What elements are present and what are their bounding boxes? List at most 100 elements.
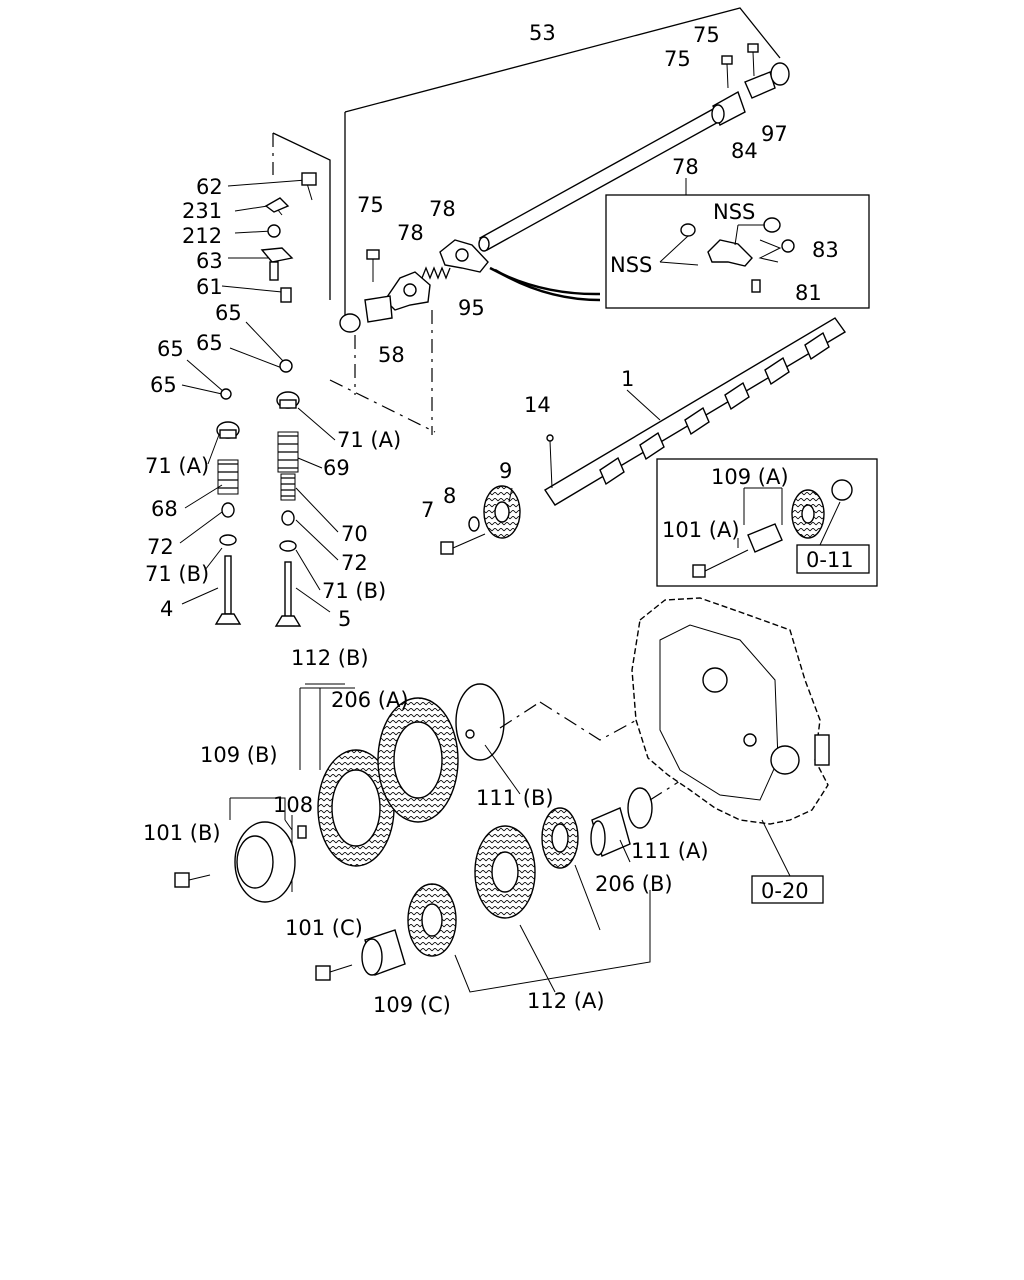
thrust-plate-111A bbox=[627, 787, 653, 829]
gear-112A-lower bbox=[407, 883, 457, 957]
label-212: 212 bbox=[182, 224, 222, 248]
label-75-b: 75 bbox=[664, 47, 691, 71]
spring-70 bbox=[280, 473, 296, 501]
label-62: 62 bbox=[196, 175, 223, 199]
label-206A: 206 (A) bbox=[331, 688, 409, 712]
label-71B-left: 71 (B) bbox=[145, 562, 209, 586]
key-14 bbox=[546, 434, 554, 489]
label-112B: 112 (B) bbox=[291, 646, 369, 670]
label-101C: 101 (C) bbox=[285, 916, 363, 940]
label-63: 63 bbox=[196, 249, 223, 273]
gear-206A bbox=[377, 697, 459, 823]
label-nss-a: NSS bbox=[713, 200, 755, 224]
label-111A: 111 (A) bbox=[631, 839, 709, 863]
label-4: 4 bbox=[160, 597, 173, 621]
camshaft-group bbox=[440, 317, 847, 555]
gear-train-group bbox=[174, 679, 746, 993]
label-81: 81 bbox=[795, 281, 822, 305]
washer-231 bbox=[264, 197, 290, 213]
label-14: 14 bbox=[524, 393, 551, 417]
label-78-c: 78 bbox=[429, 197, 456, 221]
shaft-109B bbox=[234, 821, 296, 903]
bracket-97 bbox=[744, 71, 776, 99]
bolt-75-a bbox=[721, 55, 733, 89]
nut-212 bbox=[267, 224, 281, 238]
thrust-plate-111B bbox=[455, 683, 505, 761]
label-75-c: 75 bbox=[357, 193, 384, 217]
label-53: 53 bbox=[529, 21, 556, 45]
label-61: 61 bbox=[196, 275, 223, 299]
shaft-109A bbox=[747, 523, 783, 553]
idler-gear-112B bbox=[317, 749, 395, 867]
label-84: 84 bbox=[731, 139, 758, 163]
label-71A-right: 71 (A) bbox=[337, 428, 401, 452]
label-68: 68 bbox=[151, 497, 178, 521]
label-101B: 101 (B) bbox=[143, 821, 221, 845]
label-72-b: 72 bbox=[341, 551, 368, 575]
spring-68 bbox=[217, 459, 239, 495]
seat-71B-right bbox=[279, 540, 297, 552]
shaft-109C bbox=[361, 929, 406, 976]
rocker-shaft-group bbox=[272, 7, 790, 435]
timing-gear-case bbox=[631, 597, 830, 904]
seat-71B-left bbox=[219, 534, 237, 546]
label-75-a: 75 bbox=[693, 23, 720, 47]
bolt-101C bbox=[315, 964, 353, 981]
label-58: 58 bbox=[378, 343, 405, 367]
idler-gear-detail bbox=[791, 489, 825, 539]
label-5: 5 bbox=[338, 607, 351, 631]
spring-69 bbox=[277, 431, 299, 473]
bridge-63 bbox=[260, 247, 294, 281]
label-71A-left: 71 (A) bbox=[145, 454, 209, 478]
label-65-b: 65 bbox=[196, 331, 223, 355]
pin-108 bbox=[297, 825, 307, 839]
label-72-a: 72 bbox=[147, 535, 174, 559]
label-109C: 109 (C) bbox=[373, 993, 451, 1017]
callout-labels: 53 75 75 84 97 78 NSS NSS 83 81 75 78 78… bbox=[143, 21, 854, 1017]
valve-4 bbox=[214, 555, 242, 625]
bolt-75-c bbox=[366, 249, 380, 282]
rocker-arm-78-a bbox=[384, 271, 431, 311]
label-78-box: 78 bbox=[672, 155, 699, 179]
label-nss-b: NSS bbox=[610, 253, 652, 277]
rocker-arm-78-b bbox=[439, 239, 489, 273]
label-65-a: 65 bbox=[215, 301, 242, 325]
label-8: 8 bbox=[443, 484, 456, 508]
label-109A: 109 (A) bbox=[711, 465, 789, 489]
label-231: 231 bbox=[182, 199, 222, 223]
valve-train-group bbox=[179, 172, 339, 627]
bracket-58 bbox=[364, 295, 393, 323]
adjust-nut-62 bbox=[301, 172, 317, 186]
label-101A: 101 (A) bbox=[662, 518, 740, 542]
bolt-75-b bbox=[747, 43, 759, 77]
ref-0-11: 0-11 bbox=[806, 548, 854, 572]
ref-0-20: 0-20 bbox=[761, 879, 809, 903]
retainer-71A-left bbox=[216, 421, 240, 439]
plug-end bbox=[770, 62, 790, 86]
label-71B-right: 71 (B) bbox=[322, 579, 386, 603]
label-65-d: 65 bbox=[150, 373, 177, 397]
label-109B: 109 (B) bbox=[200, 743, 278, 767]
label-65-c: 65 bbox=[157, 337, 184, 361]
adjust-screw-61 bbox=[280, 287, 292, 303]
label-206B: 206 (B) bbox=[595, 872, 673, 896]
label-7: 7 bbox=[421, 498, 434, 522]
label-97: 97 bbox=[761, 122, 788, 146]
label-83: 83 bbox=[812, 238, 839, 262]
camshaft-1 bbox=[544, 317, 847, 506]
bush-206B bbox=[590, 807, 631, 857]
bolt-101B bbox=[174, 872, 211, 888]
bush-84 bbox=[711, 90, 746, 126]
seal-72-right bbox=[281, 510, 295, 526]
bolt-7 bbox=[440, 533, 486, 555]
gear-112A-small bbox=[541, 807, 579, 869]
cotter-65-a bbox=[279, 359, 293, 373]
label-111B: 111 (B) bbox=[476, 786, 554, 810]
label-78-b: 78 bbox=[397, 221, 424, 245]
gear-112A-large bbox=[474, 825, 536, 919]
detail-box-011 bbox=[656, 458, 878, 587]
label-95: 95 bbox=[458, 296, 485, 320]
bolt-101A bbox=[692, 549, 749, 578]
seal-72-left bbox=[221, 502, 235, 518]
